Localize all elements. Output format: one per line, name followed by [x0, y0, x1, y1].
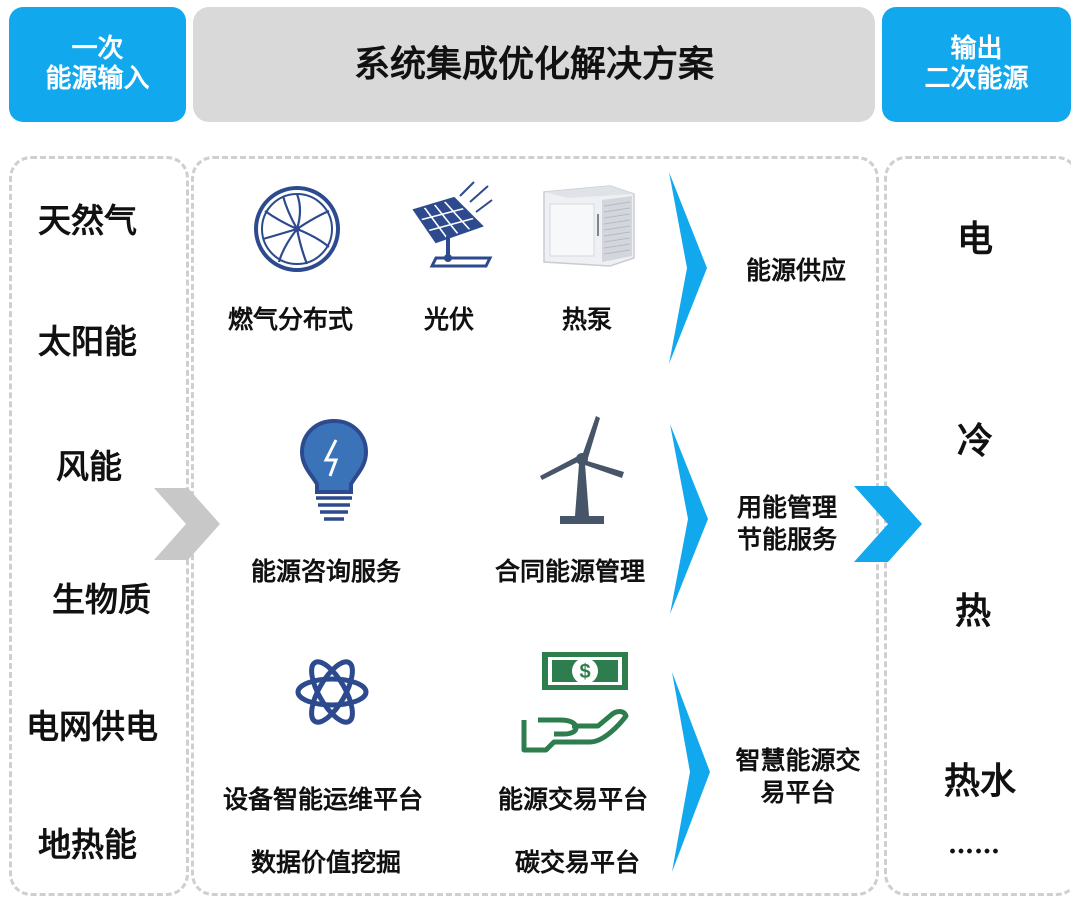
solar-panel-icon	[412, 181, 493, 268]
item-gas-distributed: 燃气分布式	[228, 305, 354, 334]
output-chevron-icon	[854, 486, 922, 562]
item-energy-consulting: 能源咨询服务	[251, 557, 402, 586]
output-header-line2: 二次能源	[924, 63, 1029, 94]
item-photovoltaic: 光伏	[424, 305, 475, 334]
main-header: 系统集成优化解决方案	[193, 7, 875, 122]
item-energy-performance-contracting: 合同能源管理	[495, 557, 646, 586]
row1-chevron-icon	[669, 172, 707, 364]
item-heat-pump: 热泵	[562, 305, 613, 334]
row2-chevron-icon	[670, 424, 708, 614]
money-hand-icon: $	[521, 652, 629, 753]
input-chevron-icon	[154, 488, 220, 560]
category-energy-supply-line1: 能源供应	[745, 256, 846, 285]
input-solar: 太阳能	[38, 322, 137, 361]
output-electricity: 电	[957, 218, 994, 260]
svg-text:$: $	[579, 661, 590, 683]
main-title: 系统集成优化解决方案	[353, 42, 714, 85]
input-biomass: 生物质	[52, 580, 151, 619]
category-energy-management-line1: 用能管理	[736, 493, 837, 522]
output-ellipsis: ……	[948, 830, 1000, 860]
output-heating: 热	[955, 590, 992, 632]
item-smart-operation-platform: 设备智能运维平台	[223, 785, 424, 814]
output-header-line1: 输出	[950, 33, 1003, 64]
category-smart-energy-platform: 智慧能源交 易平台	[723, 745, 873, 809]
category-energy-management-line2: 节能服务	[736, 525, 837, 554]
input-wind: 风能	[56, 447, 122, 486]
atom-icon	[295, 659, 369, 725]
input-natural-gas: 天然气	[38, 201, 137, 240]
category-smart-energy-platform-line1: 智慧能源交	[735, 746, 861, 775]
input-geothermal: 地热能	[38, 825, 137, 864]
output-hot-water: 热水	[944, 760, 1017, 802]
output-header: 输出 二次能源	[882, 7, 1071, 122]
input-header-line2: 能源输入	[45, 63, 150, 94]
lightbulb-icon	[299, 418, 369, 521]
category-energy-management: 用能管理 节能服务	[717, 492, 857, 556]
input-header: 一次 能源输入	[9, 7, 186, 122]
item-energy-trading-platform: 能源交易平台	[498, 785, 649, 814]
category-energy-supply: 能源供应	[726, 255, 866, 287]
heat-pump-icon	[543, 185, 635, 267]
output-cooling: 冷	[957, 420, 994, 462]
wind-turbine-icon	[540, 416, 624, 524]
input-grid-power: 电网供电	[26, 707, 158, 746]
row3-chevron-icon	[672, 672, 710, 872]
item-carbon-trading-platform: 碳交易平台	[515, 848, 641, 877]
input-header-line1: 一次	[71, 33, 124, 64]
category-smart-energy-platform-line2: 易平台	[760, 778, 836, 807]
output-panel	[884, 156, 1071, 896]
gas-turbine-icon	[254, 186, 340, 272]
item-data-value-mining: 数据价值挖掘	[251, 848, 402, 877]
